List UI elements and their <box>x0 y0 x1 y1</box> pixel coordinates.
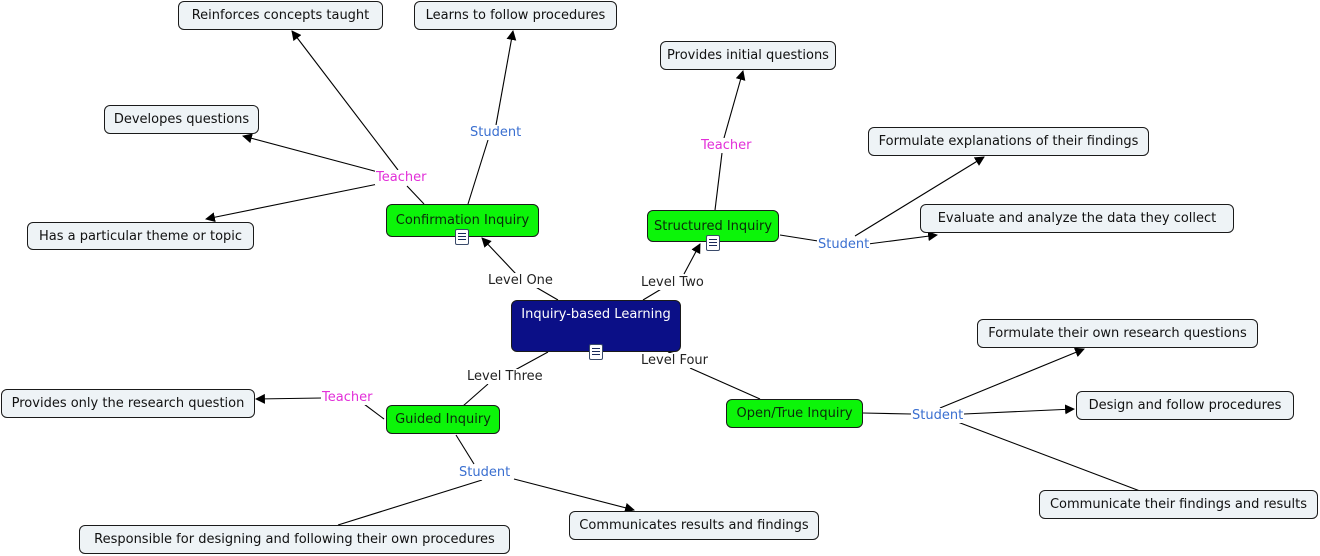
leaf-formulate-research-questions[interactable]: Formulate their own research questions <box>977 319 1258 348</box>
leaf-label: Provides only the research question <box>11 396 245 411</box>
leaf-design-follow[interactable]: Design and follow procedures <box>1076 391 1294 420</box>
leaf-reinforces-concepts[interactable]: Reinforces concepts taught <box>178 1 383 30</box>
leaf-label: Communicate their findings and results <box>1049 497 1308 512</box>
document-icon[interactable] <box>706 235 720 251</box>
leaf-label: Reinforces concepts taught <box>191 8 370 23</box>
leaf-develops-questions[interactable]: Developes questions <box>104 105 259 134</box>
leaf-learns-procedures[interactable]: Learns to follow procedures <box>414 1 617 30</box>
structured-inquiry-label: Structured Inquiry <box>653 218 773 234</box>
leaf-label: Evaluate and analyze the data they colle… <box>937 211 1217 226</box>
leaf-theme-topic[interactable]: Has a particular theme or topic <box>27 222 254 250</box>
guided-inquiry-label: Guided Inquiry <box>395 412 491 427</box>
leaf-only-research-question[interactable]: Provides only the research question <box>1 389 255 418</box>
leaf-evaluate-data[interactable]: Evaluate and analyze the data they colle… <box>920 204 1234 233</box>
leaf-initial-questions[interactable]: Provides initial questions <box>660 41 836 70</box>
leaf-label: Developes questions <box>113 112 250 127</box>
root-node[interactable]: Inquiry-based Learning <box>511 300 681 352</box>
leaf-label: Learns to follow procedures <box>425 8 606 23</box>
link-label-student: Student <box>458 465 512 480</box>
link-label-level-three: Level Three <box>466 369 544 384</box>
link-label-teacher: Teacher <box>375 170 428 185</box>
leaf-label: Formulate their own research questions <box>988 326 1247 341</box>
link-label-student: Student <box>817 237 871 252</box>
leaf-label: Has a particular theme or topic <box>38 228 243 244</box>
open-true-inquiry-node[interactable]: Open/True Inquiry <box>726 399 863 428</box>
link-label-student: Student <box>911 408 965 423</box>
leaf-label: Formulate explanations of their findings <box>878 134 1139 149</box>
structured-inquiry-node[interactable]: Structured Inquiry <box>647 210 779 242</box>
leaf-label: Design and follow procedures <box>1088 398 1282 413</box>
document-icon[interactable] <box>589 344 603 360</box>
link-label-level-one: Level One <box>487 273 554 288</box>
link-label-teacher: Teacher <box>321 390 374 405</box>
leaf-formulate-explanations[interactable]: Formulate explanations of their findings <box>868 127 1149 156</box>
link-label-student: Student <box>469 125 523 140</box>
confirmation-inquiry-label: Confirmation Inquiry <box>395 213 530 228</box>
leaf-communicates-results[interactable]: Communicates results and findings <box>569 511 819 540</box>
leaf-responsible-designing[interactable]: Responsible for designing and following … <box>79 525 510 554</box>
open-true-inquiry-label: Open/True Inquiry <box>736 406 853 421</box>
link-label-level-two: Level Two <box>640 275 705 290</box>
root-label: Inquiry-based Learning <box>521 307 671 322</box>
leaf-label: Provides initial questions <box>667 48 829 63</box>
document-icon[interactable] <box>455 229 469 245</box>
link-label-level-four: Level Four <box>640 353 709 368</box>
leaf-communicate-findings[interactable]: Communicate their findings and results <box>1039 490 1318 519</box>
guided-inquiry-node[interactable]: Guided Inquiry <box>386 405 500 434</box>
link-label-teacher: Teacher <box>700 138 753 153</box>
leaf-label: Responsible for designing and following … <box>94 532 495 547</box>
leaf-label: Communicates results and findings <box>579 518 809 533</box>
